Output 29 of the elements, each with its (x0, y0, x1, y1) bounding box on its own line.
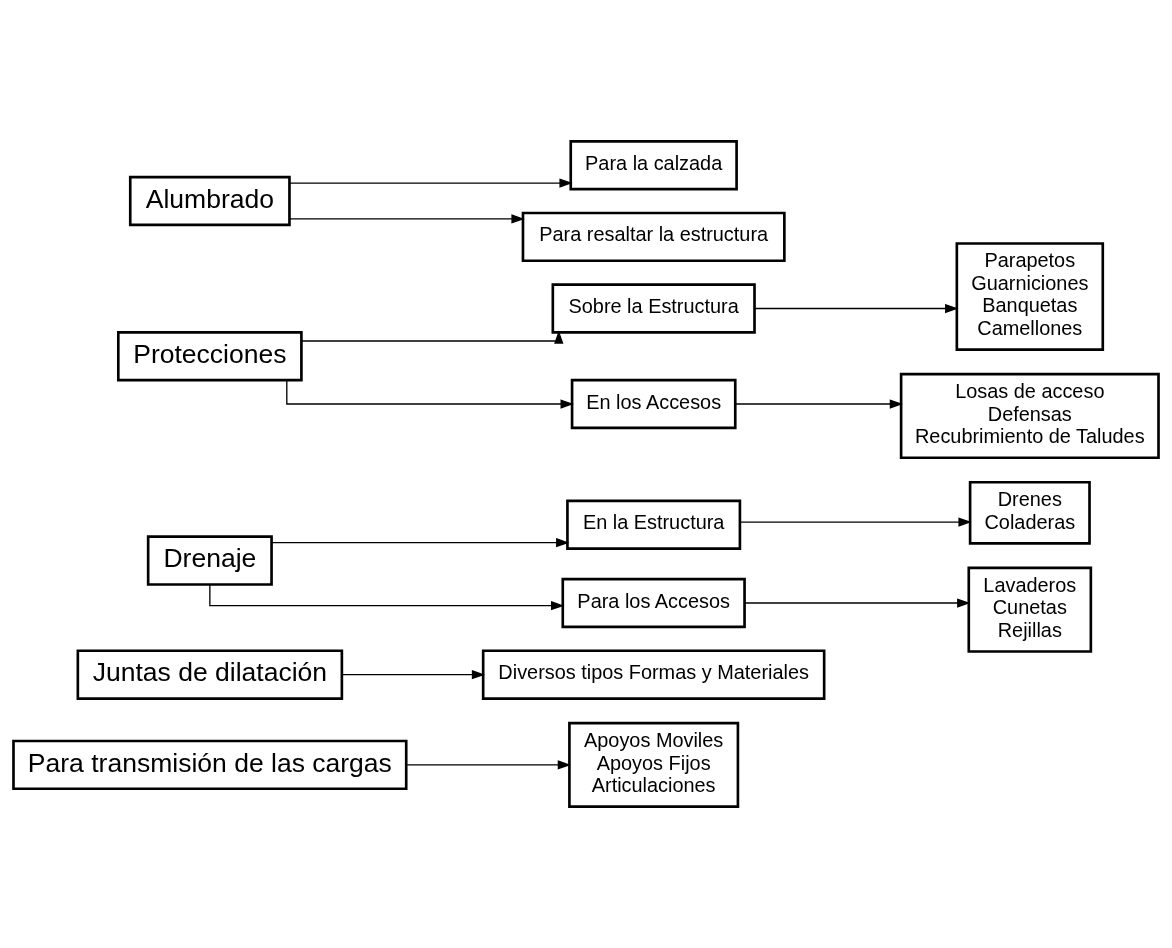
arrow (289, 214, 525, 224)
node-box: Losas de acceso Defensas Recubrimiento de Taludes (899, 372, 1160, 460)
node-box: Para la calzada (569, 140, 738, 191)
node-box: Drenes Coladeras (968, 480, 1091, 545)
node-box: Diversos tipos Formas y Materiales (481, 649, 826, 700)
arrow (300, 330, 564, 344)
node-box: Sobre la Estructura (551, 283, 756, 334)
arrow (744, 598, 971, 608)
arrow (754, 303, 959, 314)
node-box: Apoyos Moviles Apoyos Fijos Articulaciones (568, 721, 740, 808)
node-box: Lavaderos Cunetas Rejillas (967, 566, 1093, 653)
arrow (270, 538, 570, 548)
node-box: Juntas de dilatación (76, 649, 344, 700)
arrow (286, 380, 574, 409)
node-box: Protecciones (117, 331, 303, 382)
node-box: Drenaje (146, 535, 273, 586)
node-box: Para los Accesos (561, 577, 746, 629)
arrow (209, 584, 565, 611)
node-box: En la Estructura (566, 499, 742, 550)
arrow (341, 670, 486, 680)
node-box: En los Accesos (570, 378, 737, 430)
node-box: Para transmisión de las cargas (12, 739, 408, 791)
node-box: Parapetos Guarniciones Banquetas Camellones (955, 242, 1105, 351)
arrow (289, 178, 573, 188)
node-box: Alumbrado (128, 175, 291, 227)
arrow (734, 399, 904, 409)
arrow (739, 517, 972, 527)
arrow (405, 760, 571, 770)
node-box: Para resaltar la estructura (521, 211, 786, 263)
